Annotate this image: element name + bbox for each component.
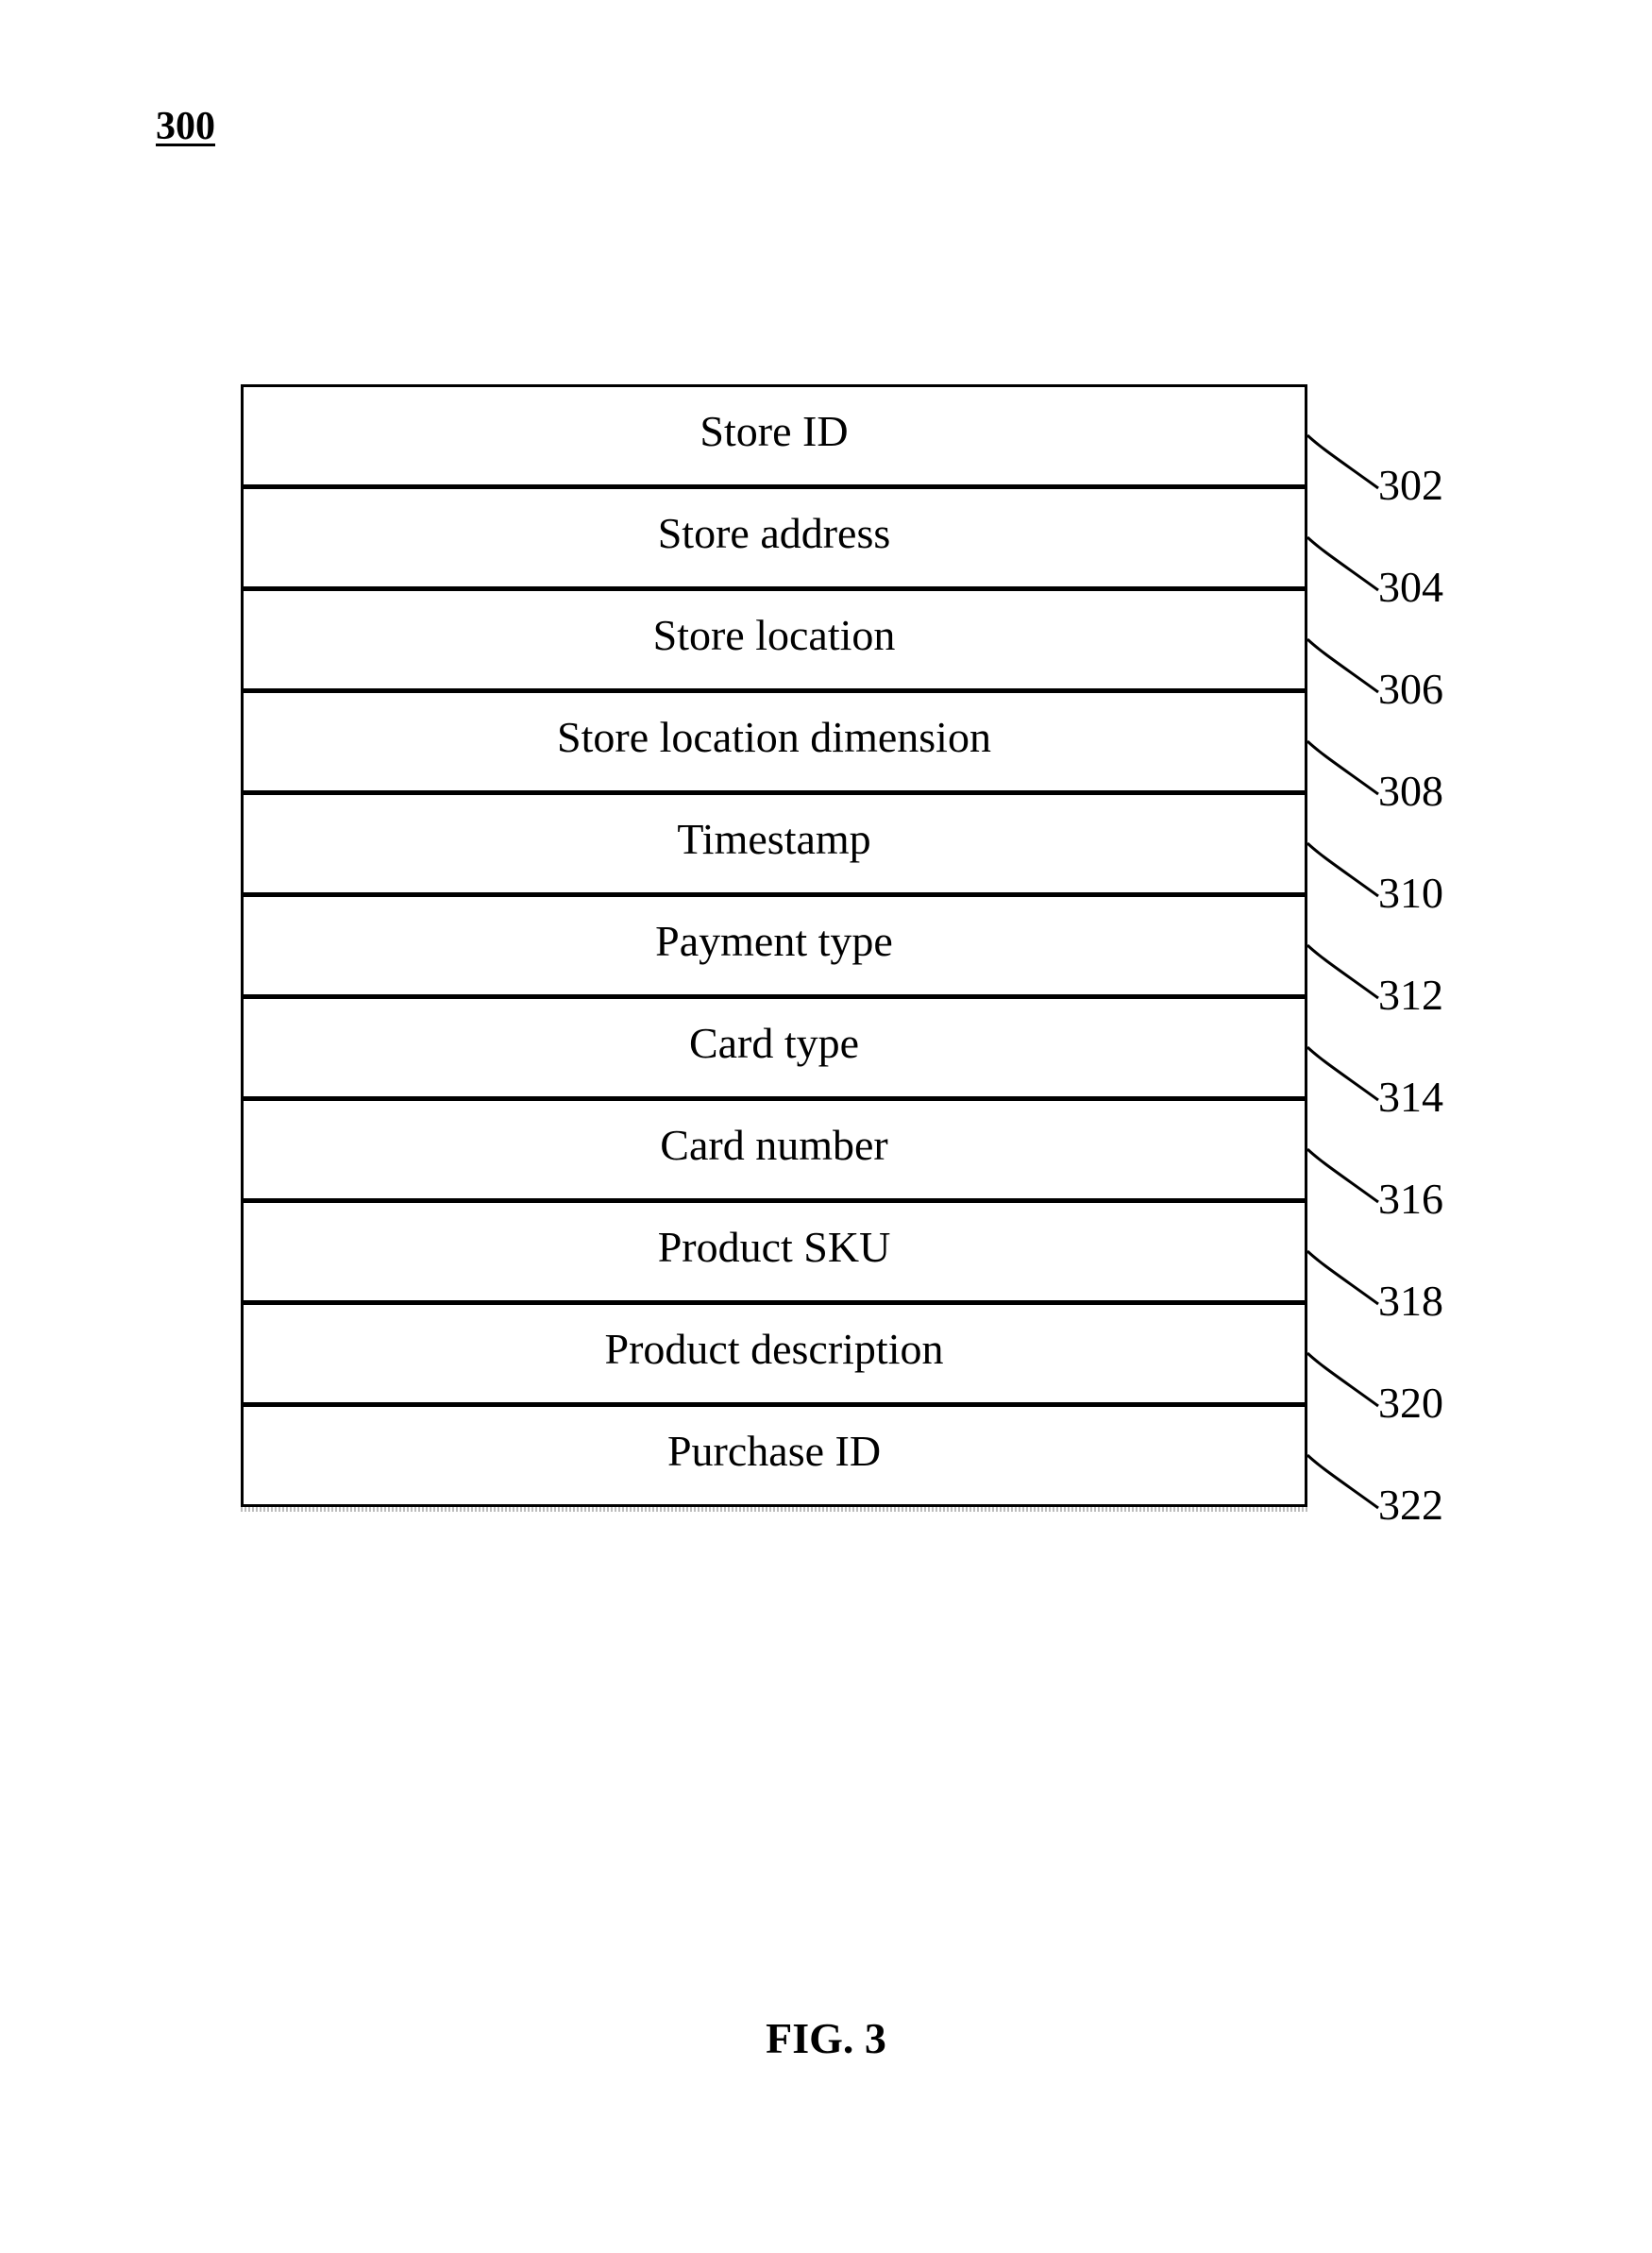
leader-line-304	[1307, 537, 1378, 590]
ref-label-308: 308	[1378, 770, 1443, 813]
field-label: Purchase ID	[667, 1426, 881, 1476]
field-row-card-number: Card number	[241, 1098, 1307, 1201]
field-row-store-location-dimension: Store location dimension	[241, 690, 1307, 793]
field-row-purchase-id: Purchase ID	[241, 1404, 1307, 1507]
field-label: Timestamp	[677, 814, 870, 864]
ref-label-320: 320	[1378, 1381, 1443, 1425]
ref-label-306: 306	[1378, 668, 1443, 711]
leader-line-312	[1307, 945, 1378, 998]
leader-line-308	[1307, 741, 1378, 794]
leader-line-318	[1307, 1251, 1378, 1304]
field-row-card-type: Card type	[241, 996, 1307, 1099]
ref-label-304: 304	[1378, 566, 1443, 609]
field-row-product-description: Product description	[241, 1302, 1307, 1405]
ref-label-310: 310	[1378, 872, 1443, 915]
field-row-store-address: Store address	[241, 486, 1307, 589]
field-row-product-sku: Product SKU	[241, 1200, 1307, 1303]
ref-label-316: 316	[1378, 1177, 1443, 1221]
field-label: Card type	[689, 1018, 859, 1068]
field-label: Store location	[653, 610, 896, 660]
leader-line-306	[1307, 639, 1378, 692]
ref-label-318: 318	[1378, 1279, 1443, 1323]
ref-label-302: 302	[1378, 464, 1443, 507]
ref-label-322: 322	[1378, 1483, 1443, 1527]
leader-line-320	[1307, 1353, 1378, 1406]
ref-label-314: 314	[1378, 1076, 1443, 1119]
leader-line-314	[1307, 1047, 1378, 1100]
field-row-store-location: Store location	[241, 588, 1307, 691]
leader-line-322	[1307, 1455, 1378, 1508]
data-record-stack: Store ID Store address Store location St…	[241, 384, 1307, 1512]
ref-label-312: 312	[1378, 974, 1443, 1017]
leader-line-310	[1307, 843, 1378, 896]
field-label: Payment type	[655, 916, 893, 966]
field-label: Store location dimension	[557, 712, 991, 762]
field-label: Product SKU	[658, 1222, 891, 1272]
field-label: Store ID	[700, 406, 848, 456]
field-label: Store address	[658, 508, 891, 558]
field-row-payment-type: Payment type	[241, 894, 1307, 997]
field-row-timestamp: Timestamp	[241, 792, 1307, 895]
field-label: Product description	[605, 1324, 944, 1374]
figure-number: 300	[156, 104, 215, 149]
field-row-store-id: Store ID	[241, 384, 1307, 487]
leader-line-302	[1307, 435, 1378, 488]
leader-line-316	[1307, 1149, 1378, 1202]
figure-caption: FIG. 3	[0, 2013, 1652, 2063]
field-label: Card number	[660, 1120, 887, 1170]
